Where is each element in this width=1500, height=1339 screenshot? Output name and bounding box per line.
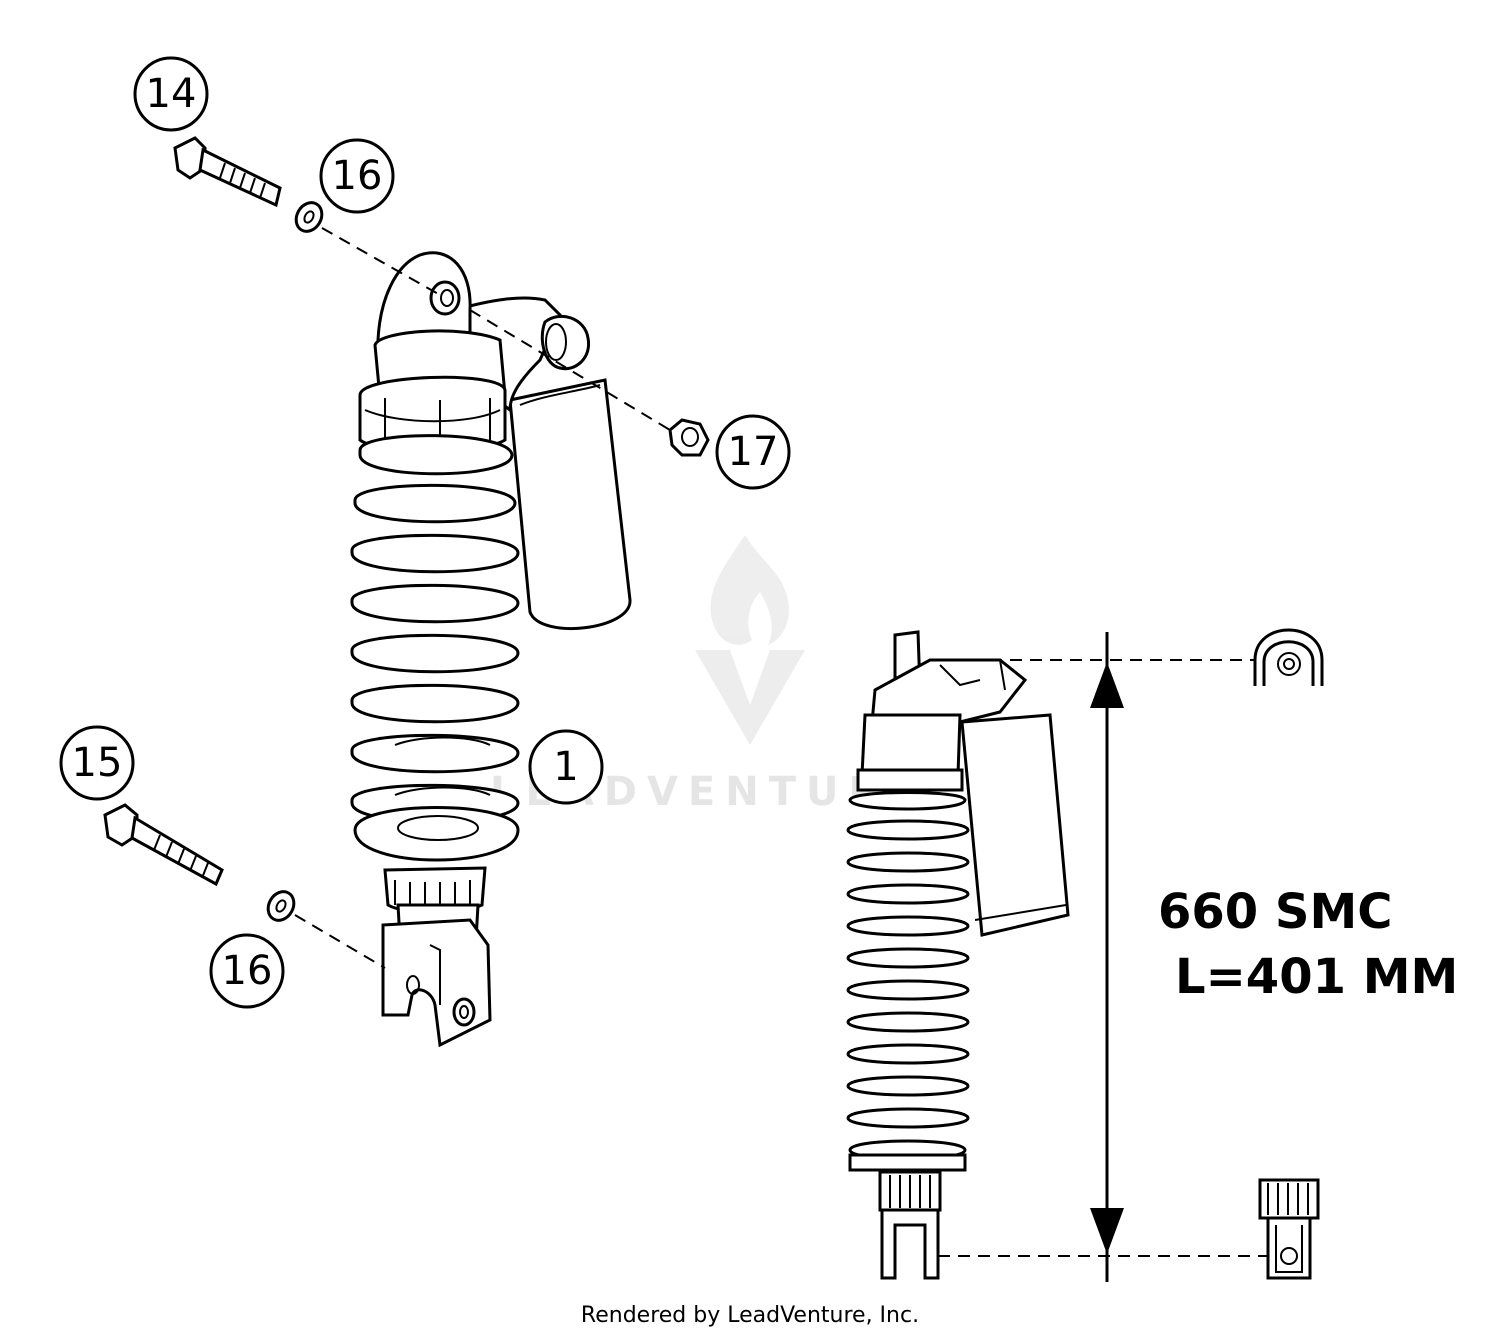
callout-17: 17	[715, 414, 791, 490]
spec-length: L=401 MM	[1175, 949, 1458, 1005]
svg-text:16: 16	[332, 153, 383, 199]
spring-coils	[350, 434, 520, 824]
callout-15: 15	[59, 725, 135, 801]
shock-absorber-drawing	[350, 251, 632, 1048]
shock-side-view	[846, 628, 1324, 1280]
svg-text:17: 17	[728, 429, 779, 475]
lower-mounting-bolt	[103, 803, 224, 887]
callout-16-upper: 16	[319, 138, 395, 214]
svg-text:14: 14	[146, 71, 197, 117]
length-dimension	[930, 632, 1268, 1282]
callout-14: 14	[133, 56, 209, 132]
lock-nut	[668, 418, 710, 457]
lower-washer	[266, 890, 296, 922]
callout-1: 1	[528, 729, 604, 805]
assembly-lines	[294, 227, 676, 969]
svg-text:15: 15	[72, 740, 123, 786]
callout-16-lower: 16	[209, 933, 285, 1009]
side-spring	[846, 791, 970, 1161]
footer-credit: Rendered by LeadVenture, Inc.	[580, 1303, 920, 1328]
upper-washer	[294, 201, 324, 233]
svg-text:1: 1	[553, 744, 578, 790]
upper-mounting-bolt	[173, 136, 282, 208]
spec-model: 660 SMC	[1158, 884, 1392, 940]
svg-text:16: 16	[222, 948, 273, 994]
